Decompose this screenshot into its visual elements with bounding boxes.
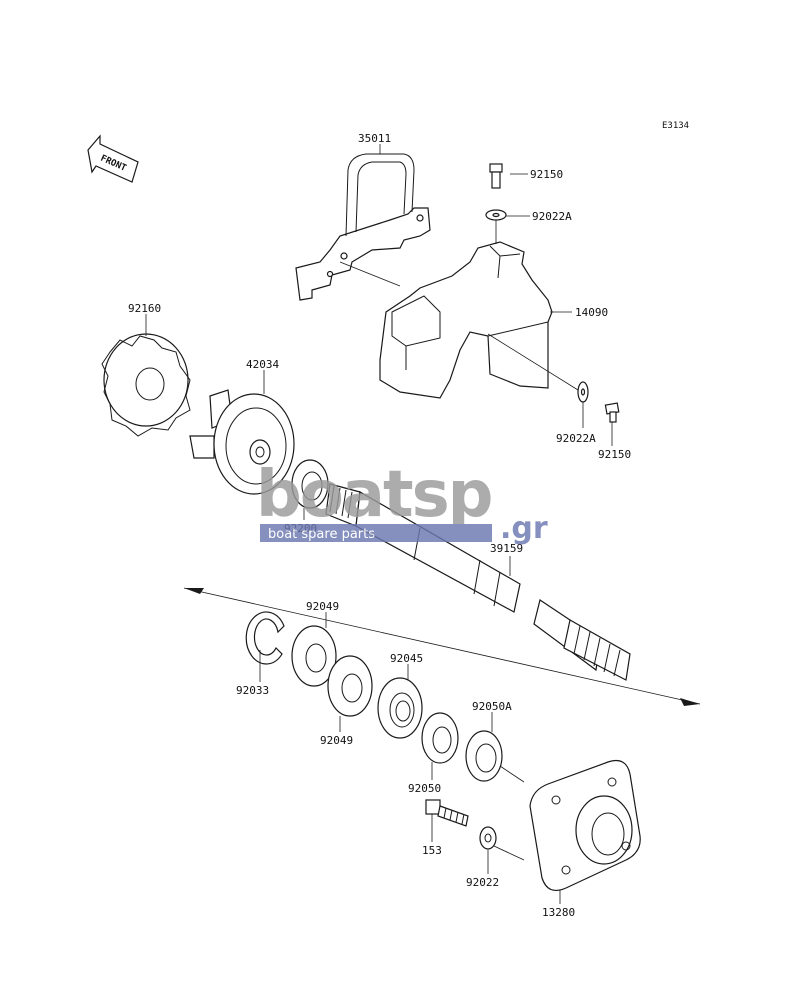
bolt-92150-bottom (604, 402, 620, 423)
label-92160: 92160 (128, 302, 161, 315)
label-92033: 92033 (236, 684, 269, 697)
bolt-153 (425, 799, 469, 827)
label-92150-bottom: 92150 (598, 448, 631, 461)
diagram-code: E3134 (662, 121, 689, 131)
label-35011: 35011 (358, 132, 391, 145)
bearing-92050A (465, 730, 503, 782)
bracket-35011 (295, 153, 431, 301)
leader-lines (145, 144, 613, 904)
drive-shaft-39159 (325, 483, 631, 681)
impeller-42034 (189, 389, 295, 495)
bolt-92150-top (489, 163, 503, 189)
watermark-logo: boatsp .gr boat spare parts (256, 458, 548, 546)
label-92049-top: 92049 (306, 600, 339, 613)
front-arrow-icon: FRONT (87, 134, 139, 183)
cover-14090 (379, 241, 553, 399)
washer-92022A-bottom (577, 381, 589, 403)
label-92050: 92050 (408, 782, 441, 795)
bearing-92045 (377, 677, 423, 739)
axis-arrow-right-icon (680, 698, 700, 706)
label-13280: 13280 (542, 906, 575, 919)
label-92022: 92022 (466, 876, 499, 889)
label-153: 153 (422, 844, 442, 857)
label-14090: 14090 (575, 306, 608, 319)
watermark-tagline-bar (260, 524, 492, 542)
label-92050A: 92050A (472, 700, 512, 713)
watermark-main-text: boatsp (256, 458, 491, 532)
label-92022A-top: 92022A (532, 210, 572, 223)
damper-92160 (101, 333, 191, 437)
washer-92049-bottom (327, 655, 373, 717)
label-92022A-bottom: 92022A (556, 432, 596, 445)
washer-92022 (479, 826, 497, 850)
label-92150-top: 92150 (530, 168, 563, 181)
shaft-axis-line (183, 587, 701, 705)
axis-arrow-left-icon (184, 588, 204, 594)
washer-92022A-top (485, 209, 507, 221)
part-labels: 35011 92150 92022A 14090 92160 42034 920… (128, 132, 631, 919)
watermark-tagline: boat spare parts (268, 527, 375, 542)
washer-92049-top (291, 625, 337, 687)
seal-92200 (291, 459, 329, 509)
label-42034: 42034 (246, 358, 279, 371)
snap-ring-92033 (245, 611, 285, 665)
watermark-suffix: .gr (500, 511, 548, 546)
bearing-92050 (421, 712, 459, 764)
label-92045: 92045 (390, 652, 423, 665)
label-39159: 39159 (490, 542, 523, 555)
label-92049-bottom: 92049 (320, 734, 353, 747)
housing-13280 (529, 759, 641, 891)
